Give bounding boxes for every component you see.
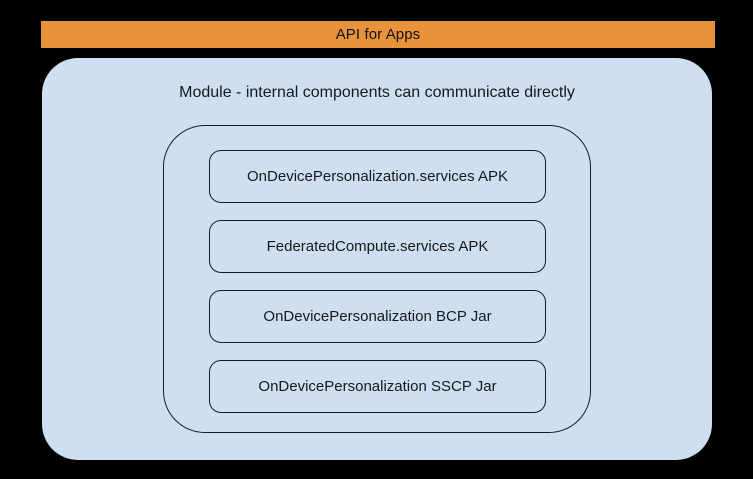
api-for-apps-banner: API for Apps bbox=[41, 21, 715, 48]
module-caption: Module - internal components can communi… bbox=[179, 84, 575, 101]
component-box-ondevicepersonalization-sscp-jar: OnDevicePersonalization SSCP Jar bbox=[209, 360, 546, 413]
component-box-ondevicepersonalization-bcp-jar: OnDevicePersonalization BCP Jar bbox=[209, 290, 546, 343]
internal-components-group: OnDevicePersonalization.services APK Fed… bbox=[163, 125, 591, 433]
component-label: OnDevicePersonalization.services APK bbox=[247, 168, 508, 185]
module-container: Module - internal components can communi… bbox=[42, 58, 712, 460]
component-box-federatedcompute-services-apk: FederatedCompute.services APK bbox=[209, 220, 546, 273]
component-list: OnDevicePersonalization.services APK Fed… bbox=[209, 150, 546, 413]
component-label: FederatedCompute.services APK bbox=[266, 238, 489, 255]
component-box-ondevicepersonalization-services-apk: OnDevicePersonalization.services APK bbox=[209, 150, 546, 203]
api-for-apps-banner-label: API for Apps bbox=[335, 26, 421, 43]
component-label: OnDevicePersonalization SSCP Jar bbox=[258, 378, 497, 395]
component-label: OnDevicePersonalization BCP Jar bbox=[263, 308, 492, 325]
